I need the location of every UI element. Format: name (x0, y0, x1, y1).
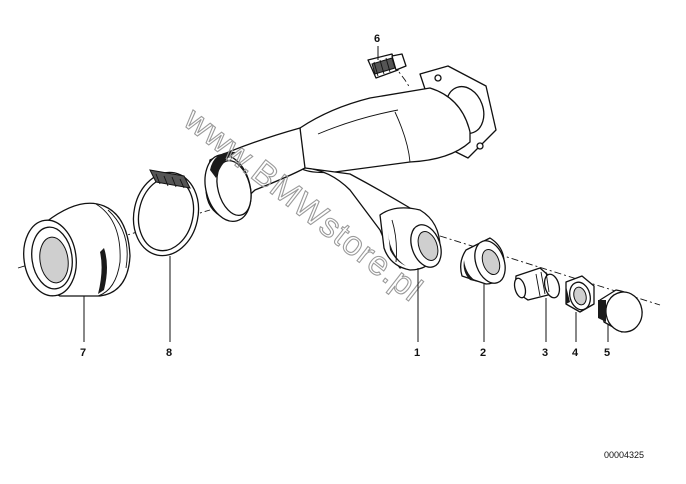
part-label-7: 7 (80, 347, 86, 359)
part-5-plug-cap (598, 289, 643, 333)
part-label-8: 8 (166, 347, 172, 359)
part-label-6: 6 (374, 33, 380, 45)
part-7-bellows (23, 202, 131, 297)
part-6-sensor (367, 53, 407, 79)
drawing-number: 00004325 (604, 450, 644, 460)
part-2-bushing (460, 237, 506, 285)
part-4-hex-nut (565, 275, 595, 313)
part-label-5: 5 (604, 347, 610, 359)
part-3-threaded-insert (513, 267, 561, 301)
part-1-y-pipe (204, 65, 497, 271)
part-label-2: 2 (480, 347, 486, 359)
part-label-4: 4 (572, 347, 579, 359)
part-label-1: 1 (414, 347, 420, 359)
part-label-3: 3 (542, 347, 548, 359)
part-8-hose-clamp (132, 169, 200, 257)
